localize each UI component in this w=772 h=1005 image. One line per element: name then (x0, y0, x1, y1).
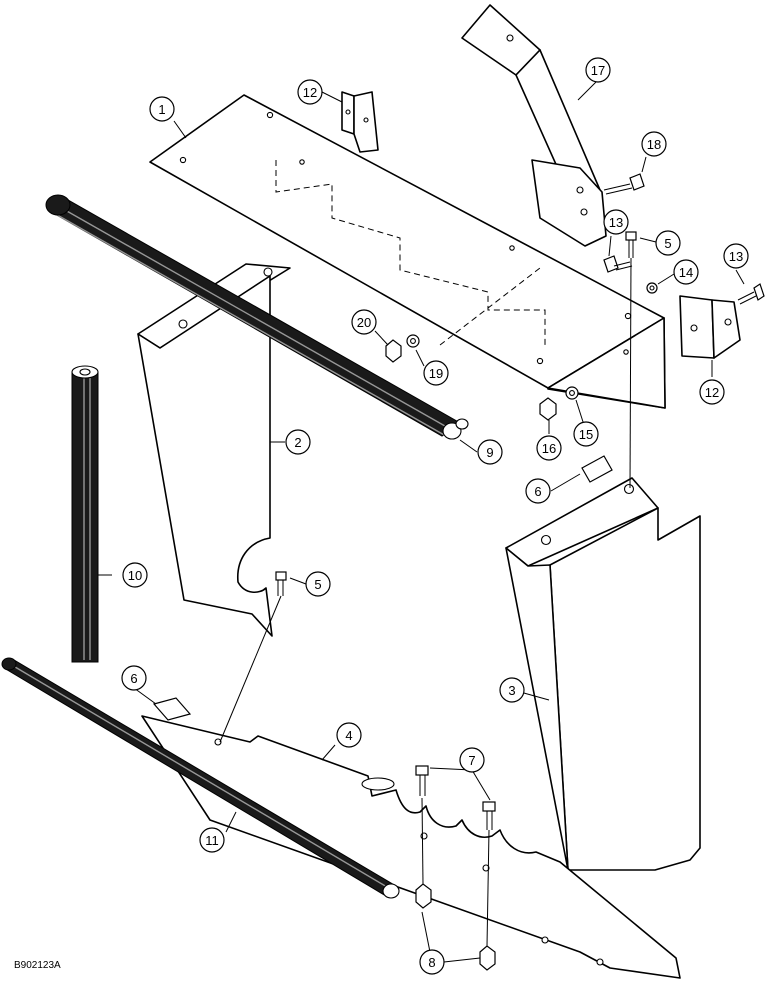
part-13-bolt-upper (603, 255, 633, 273)
callout-balloon (121, 665, 147, 691)
callout-c9: 9 (477, 439, 503, 465)
callout-c8: 8 (419, 949, 445, 975)
part-12-lower-bracket (679, 295, 741, 359)
callout-c13a: 13 (603, 209, 629, 235)
callout-balloon (351, 309, 377, 335)
callout-c18: 18 (641, 131, 667, 157)
callout-number: 2 (294, 435, 301, 450)
callout-balloon (336, 722, 362, 748)
callout-number: 9 (486, 445, 493, 460)
callout-balloon (419, 949, 445, 975)
part-10-rubber-seal (71, 365, 99, 663)
callout-c15: 15 (573, 421, 599, 447)
callout-number: 12 (705, 385, 719, 400)
callout-c7: 7 (459, 747, 485, 773)
part-5-bolt-upper (625, 231, 637, 258)
part-9-rubber-seal (45, 194, 469, 440)
callout-balloon (477, 439, 503, 465)
callout-number: 6 (130, 671, 137, 686)
figure-code: B902123A (14, 960, 61, 971)
callout-c19: 19 (423, 360, 449, 386)
callout-balloon (699, 379, 725, 405)
callout-balloon (525, 478, 551, 504)
callout-balloon (641, 131, 667, 157)
part-12-upper-bracket (341, 91, 379, 153)
callout-number: 15 (579, 427, 593, 442)
callout-balloon (149, 96, 175, 122)
callout-balloon (297, 79, 323, 105)
callout-number: 6 (534, 484, 541, 499)
callout-number: 10 (128, 568, 142, 583)
callout-c3: 3 (499, 677, 525, 703)
callout-number: 13 (729, 249, 743, 264)
callout-c11: 11 (199, 827, 225, 853)
part-1-top-plate (149, 94, 666, 409)
callout-c6b: 6 (121, 665, 147, 691)
part-8-nuts (415, 883, 496, 971)
part-6-clip-right (581, 455, 613, 483)
callout-balloon (199, 827, 225, 853)
callout-number: 3 (508, 683, 515, 698)
callout-c16: 16 (536, 435, 562, 461)
part-2-left-baffle (137, 263, 291, 637)
part-16-nut (539, 397, 557, 421)
callout-c4: 4 (336, 722, 362, 748)
callout-balloon (285, 429, 311, 455)
callout-balloon (423, 360, 449, 386)
callout-c6a: 6 (525, 478, 551, 504)
callout-number: 20 (357, 315, 371, 330)
callout-balloon (603, 209, 629, 235)
callout-balloon (655, 230, 681, 256)
hardware (152, 173, 765, 971)
callout-number: 11 (205, 833, 219, 848)
callout-number: 1 (158, 102, 165, 117)
part-20-nut (385, 339, 402, 363)
callout-number: 17 (591, 63, 605, 78)
callout-balloon (499, 677, 525, 703)
callout-c10: 10 (122, 562, 148, 588)
callout-c1: 1 (149, 96, 175, 122)
callout-balloon (673, 259, 699, 285)
callout-balloon (305, 571, 331, 597)
callout-c13b: 13 (723, 243, 749, 269)
callout-number: 12 (303, 85, 317, 100)
callout-c14: 14 (673, 259, 699, 285)
callout-c12a: 12 (297, 79, 323, 105)
callout-c12b: 12 (699, 379, 725, 405)
part-4-bottom-plate (141, 715, 681, 979)
part-3-right-baffle (505, 477, 701, 871)
callout-number: 16 (542, 441, 556, 456)
callout-balloon (122, 562, 148, 588)
callout-number: 5 (314, 577, 321, 592)
callout-balloon (459, 747, 485, 773)
part-5-bolt-lower (275, 571, 287, 596)
callout-c5b: 5 (305, 571, 331, 597)
part-7-bolts (415, 765, 496, 830)
callout-balloon (573, 421, 599, 447)
callout-number: 18 (647, 137, 661, 152)
callout-number: 4 (345, 728, 352, 743)
callout-number: 7 (468, 753, 475, 768)
part-17-upright-bracket (461, 4, 607, 247)
part-18-bolt (603, 173, 645, 195)
part-11-rubber-seal (1, 657, 400, 899)
callout-number: 13 (609, 215, 623, 230)
callout-number: 14 (679, 265, 693, 280)
callout-c2: 2 (285, 429, 311, 455)
part-13-bolt-right (737, 283, 765, 305)
callout-c20: 20 (351, 309, 377, 335)
callout-c17: 17 (585, 57, 611, 83)
callout-balloon (536, 435, 562, 461)
callout-c5a: 5 (655, 230, 681, 256)
part-6-clip-left (152, 697, 192, 721)
callout-number: 5 (664, 236, 671, 251)
callout-number: 8 (428, 955, 435, 970)
callout-number: 19 (429, 366, 443, 381)
callout-balloon (723, 243, 749, 269)
callout-balloon (585, 57, 611, 83)
